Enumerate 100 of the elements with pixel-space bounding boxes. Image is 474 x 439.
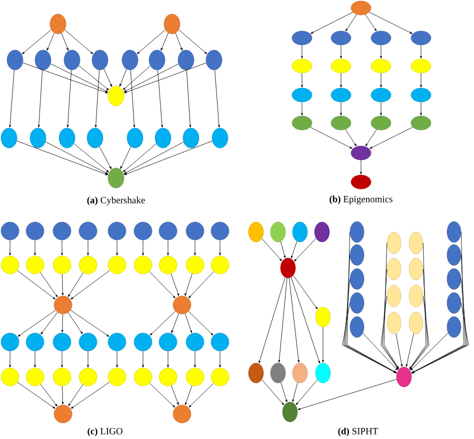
arrow [406, 333, 414, 367]
arrow [342, 302, 397, 374]
task-node [446, 268, 462, 290]
task-node [186, 332, 204, 352]
task-node [210, 332, 230, 352]
arrow [288, 278, 300, 363]
task-node [30, 128, 46, 148]
task-node [108, 222, 126, 240]
arrow [370, 126, 413, 149]
task-node [330, 30, 352, 46]
arrow [278, 278, 288, 362]
arrow [410, 332, 448, 371]
arrow [340, 72, 342, 88]
arrow [188, 271, 214, 298]
task-node [26, 256, 44, 274]
arrow [194, 350, 196, 368]
task-node [350, 174, 372, 190]
arrow [380, 72, 382, 88]
arrow [61, 32, 68, 50]
arrow [396, 333, 403, 367]
arrow [410, 268, 428, 370]
task-node [292, 116, 312, 130]
arrow [300, 102, 304, 116]
arrow [186, 70, 192, 128]
arrow [136, 30, 166, 54]
arrow [171, 385, 179, 406]
arrow [70, 310, 110, 337]
arrow [258, 277, 286, 364]
task-node [126, 128, 144, 148]
task-node [386, 284, 402, 308]
arrow [46, 32, 54, 51]
task-node [410, 58, 432, 74]
arrow [300, 44, 304, 58]
task-node [446, 292, 462, 314]
task-node [58, 128, 76, 148]
arrow [382, 268, 399, 370]
task-node [270, 362, 286, 384]
task-node [108, 86, 124, 106]
task-node [134, 332, 152, 352]
arrow [365, 14, 377, 32]
arrow [322, 326, 324, 362]
arrow [16, 140, 108, 176]
arrow [60, 350, 64, 368]
arrow [188, 383, 214, 408]
task-node [386, 232, 402, 254]
arrow [38, 70, 43, 128]
task-node [370, 58, 392, 74]
arrow [214, 70, 220, 128]
task-node [410, 116, 432, 130]
task-node [108, 256, 126, 274]
task-node [315, 306, 331, 328]
arrow [411, 232, 464, 374]
arrow [116, 240, 118, 256]
arrow [411, 254, 466, 374]
task-node [134, 256, 152, 274]
arrow [310, 126, 352, 149]
task-node [164, 14, 180, 34]
arrow [346, 232, 397, 373]
arrow [290, 277, 320, 364]
task-node [330, 58, 352, 74]
task-node [178, 50, 194, 70]
arrow [218, 240, 222, 256]
arrow [362, 332, 398, 370]
arrow [68, 384, 84, 406]
task-node [248, 362, 264, 384]
arrow [409, 242, 426, 370]
task-node [0, 332, 20, 352]
task-node [186, 256, 204, 274]
arrow [420, 44, 422, 58]
task-node [410, 30, 432, 46]
arrow [68, 272, 84, 297]
arrow [74, 143, 109, 172]
arrow [18, 310, 56, 337]
arrow [61, 314, 64, 332]
task-node [122, 50, 138, 70]
arrow [70, 270, 110, 300]
arrow [123, 144, 156, 172]
arrow [290, 241, 298, 258]
task-node [26, 222, 44, 240]
task-node [350, 0, 372, 16]
arrow [78, 65, 109, 90]
task-node [386, 312, 402, 334]
task-node [330, 88, 352, 102]
arrow [149, 271, 176, 298]
task-node [78, 256, 98, 274]
task-node [6, 50, 24, 70]
task-node [78, 368, 98, 386]
task-node [314, 222, 330, 242]
arrow [70, 382, 110, 409]
task-node [0, 222, 20, 240]
task-node [446, 221, 462, 243]
task-node [158, 368, 178, 386]
arrow [188, 311, 214, 336]
task-node [350, 316, 364, 338]
task-node [210, 368, 230, 386]
task-node [158, 222, 178, 240]
arrow [296, 380, 318, 405]
arrow [280, 382, 288, 402]
task-node [350, 244, 364, 266]
task-node [54, 296, 72, 314]
